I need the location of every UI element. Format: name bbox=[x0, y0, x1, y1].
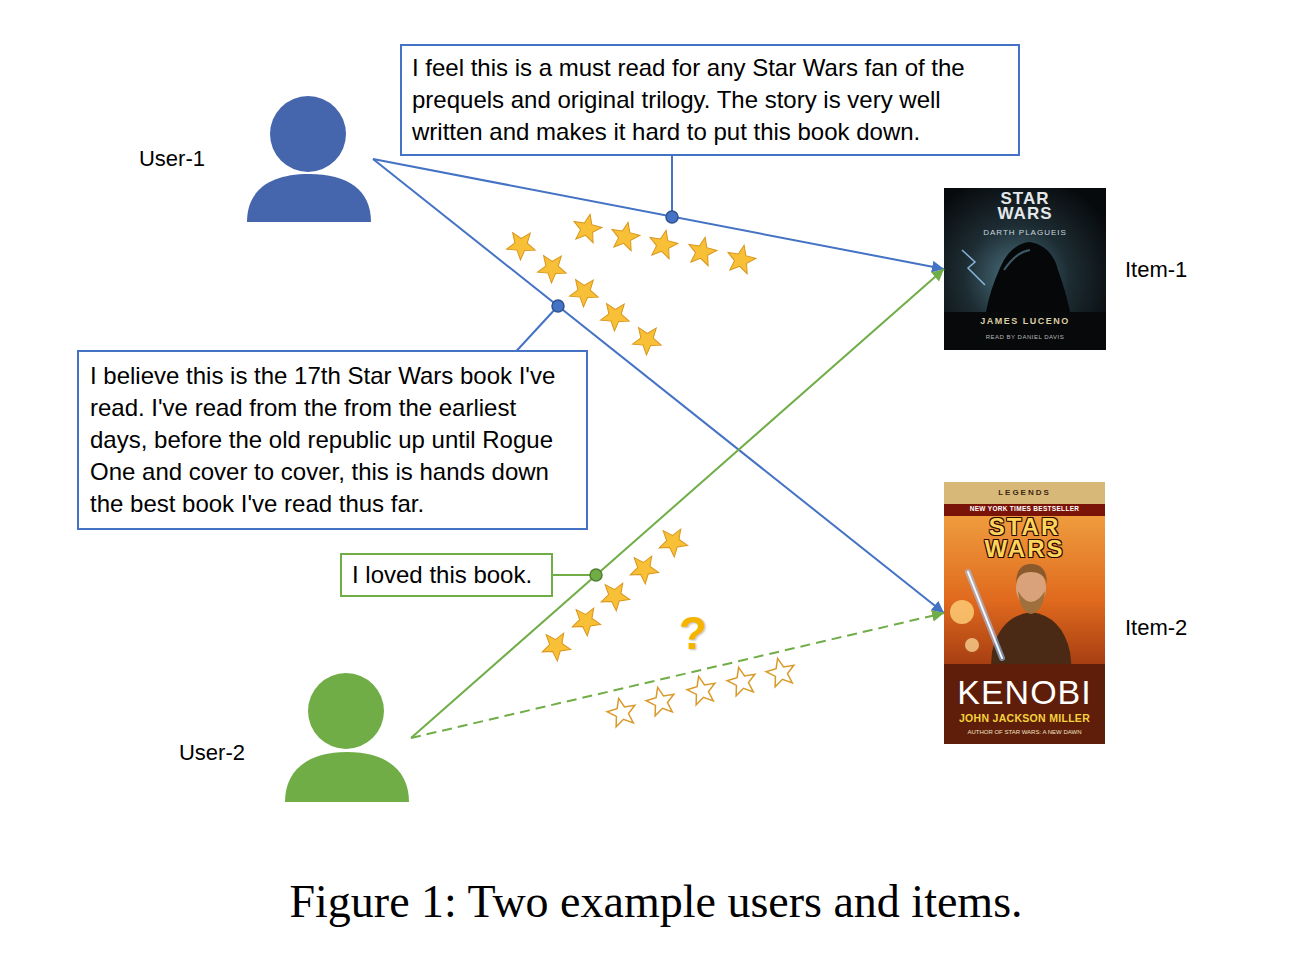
item-label: Item-2 bbox=[1125, 615, 1187, 641]
user-head bbox=[308, 673, 384, 749]
review-box: I believe this is the 17th Star Wars boo… bbox=[77, 350, 588, 530]
figure-caption: Figure 1: Two example users and items. bbox=[0, 874, 1312, 930]
rating-star bbox=[571, 211, 605, 243]
user-head bbox=[270, 96, 346, 172]
rating-star bbox=[533, 247, 572, 286]
review-text: I believe this is the 17th Star Wars boo… bbox=[90, 360, 575, 520]
leader-dot bbox=[666, 211, 678, 223]
rating-star bbox=[725, 242, 759, 274]
star-rating bbox=[502, 224, 667, 358]
book-cover bbox=[944, 188, 1106, 350]
hooded-figure bbox=[986, 242, 1070, 312]
lightsaber bbox=[968, 572, 1002, 658]
review-box: I loved this book. bbox=[340, 553, 553, 597]
empty-star bbox=[644, 684, 678, 717]
item-node: Item-2LEGENDSNEW YORK TIMES BESTSELLERST… bbox=[944, 482, 1105, 744]
user-body bbox=[247, 174, 371, 222]
lightning bbox=[962, 250, 985, 285]
cover-band bbox=[944, 482, 1105, 504]
rating-star bbox=[565, 600, 604, 639]
hood-highlight bbox=[1004, 250, 1030, 270]
rating-star bbox=[652, 521, 691, 560]
star-rating bbox=[535, 521, 691, 664]
hair bbox=[1016, 564, 1047, 584]
book-cover bbox=[944, 482, 1105, 744]
empty-star bbox=[725, 664, 759, 697]
cover-note: READ BY DANIEL DAVIS bbox=[944, 333, 1106, 341]
review-text: I feel this is a must read for any Star … bbox=[412, 52, 1008, 148]
rating-star bbox=[594, 575, 633, 614]
cover-band bbox=[944, 504, 1105, 516]
rating-star bbox=[502, 224, 541, 263]
cover-series: LEGENDS bbox=[944, 488, 1105, 498]
rating-star bbox=[609, 219, 643, 251]
cover-title: DARTH PLAGUEIS bbox=[944, 228, 1106, 238]
cover-note: NEW YORK TIMES BESTSELLER bbox=[944, 505, 1105, 513]
rating-star bbox=[535, 625, 574, 664]
user-label: User-2 bbox=[179, 740, 245, 766]
cover-band bbox=[944, 312, 1106, 350]
missing-rating-arrow bbox=[411, 613, 944, 738]
cover-title: KENOBI bbox=[944, 672, 1105, 712]
leader-dot bbox=[590, 569, 602, 581]
cover-logo: STAR WARS bbox=[990, 191, 1060, 221]
beard bbox=[1018, 591, 1045, 614]
review-box: I feel this is a must read for any Star … bbox=[400, 44, 1020, 156]
item-node: Item-1STAR WARSDARTH PLAGUEISJAMES LUCEN… bbox=[944, 188, 1106, 350]
rating-star bbox=[628, 319, 667, 358]
empty-star bbox=[605, 695, 639, 728]
rating-arrow bbox=[373, 159, 944, 269]
rating-star bbox=[596, 295, 635, 334]
cover-author: JOHN JACKSON MILLER bbox=[944, 712, 1105, 725]
rating-star bbox=[686, 234, 720, 266]
cover-logo: STAR WARS bbox=[964, 516, 1085, 560]
item-label: Item-1 bbox=[1125, 257, 1187, 283]
empty-star-rating bbox=[605, 655, 798, 728]
user-node: User-1 bbox=[245, 95, 373, 223]
empty-star bbox=[685, 673, 719, 706]
cover-note: AUTHOR OF STAR WARS: A NEW DAWN bbox=[944, 728, 1105, 736]
cover-sun bbox=[950, 600, 974, 624]
cover-sun bbox=[965, 638, 979, 652]
lightsaber-glow bbox=[968, 572, 1002, 658]
cover-band bbox=[944, 664, 1105, 744]
cover-author: JAMES LUCENO bbox=[944, 316, 1106, 327]
empty-star bbox=[764, 655, 798, 688]
rating-star bbox=[565, 271, 604, 310]
question-mark: ? bbox=[679, 606, 707, 660]
rating-star bbox=[647, 227, 681, 259]
review-text: I loved this book. bbox=[352, 559, 541, 591]
star-rating bbox=[571, 211, 759, 274]
leader-dot bbox=[552, 300, 564, 312]
user-label: User-1 bbox=[139, 146, 205, 172]
rating-star bbox=[623, 548, 662, 587]
user-body bbox=[285, 752, 409, 802]
user-node: User-2 bbox=[283, 672, 411, 804]
